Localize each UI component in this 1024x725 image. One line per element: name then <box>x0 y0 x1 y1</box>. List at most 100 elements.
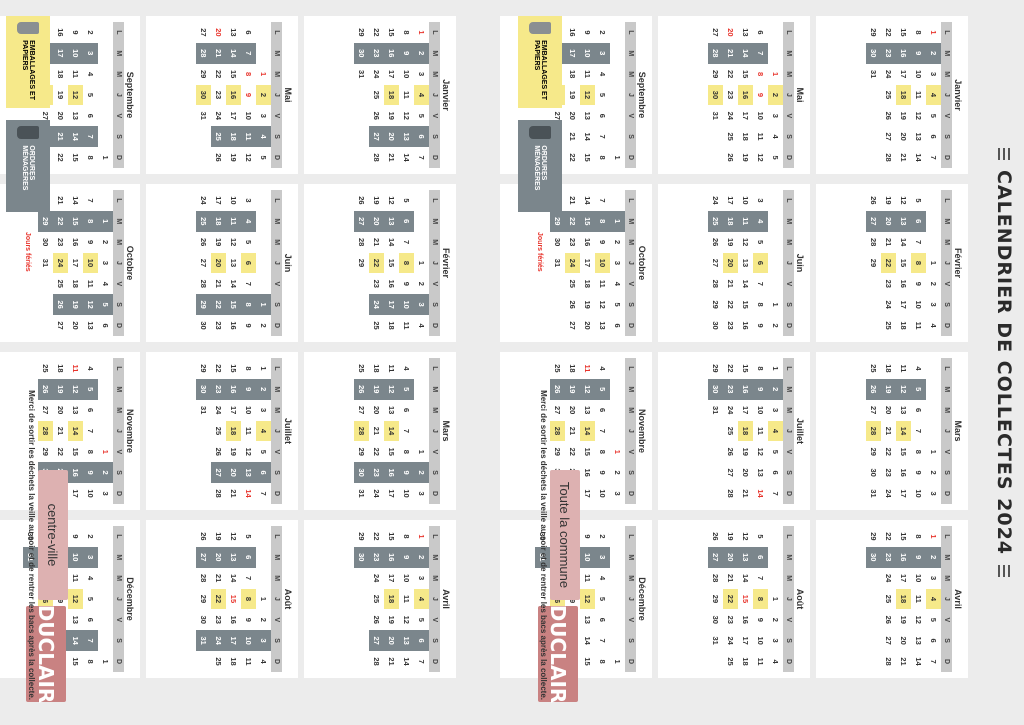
day-cell: 21 <box>211 42 226 64</box>
month-name: Janvier <box>953 79 963 111</box>
day-cell: 25 <box>884 90 893 100</box>
day-cell: 3 <box>417 491 426 496</box>
day-cell: 9 <box>914 470 923 475</box>
day-cell <box>708 126 723 147</box>
day-cell: 18 <box>226 420 241 442</box>
day-cell <box>414 211 429 232</box>
day-cell <box>768 43 783 64</box>
day-cell: 28 <box>711 279 720 288</box>
day-cell: 27 <box>199 258 208 268</box>
day-header: J <box>783 420 794 442</box>
day-cell: 13 <box>896 210 911 232</box>
day-header: J <box>941 420 952 442</box>
day-cell: 3 <box>83 546 98 568</box>
day-header: V <box>941 273 952 295</box>
month-name: Septembre <box>637 71 647 119</box>
day-cell: 28 <box>726 489 735 498</box>
day-cell: 15 <box>387 447 396 456</box>
day-cell: 12 <box>244 153 253 162</box>
day-cell: 10 <box>756 405 765 415</box>
day-header: D <box>429 315 440 336</box>
day-cell: 16 <box>384 462 399 484</box>
day-header: S <box>429 294 440 316</box>
day-header: S <box>271 462 282 484</box>
day-header: M <box>271 399 282 421</box>
day-header: M <box>429 42 440 64</box>
day-cell: 31 <box>869 489 878 498</box>
day-cell <box>768 526 783 547</box>
day-header: M <box>625 567 636 589</box>
day-cell: 11 <box>756 426 765 435</box>
day-cell: 14 <box>402 657 411 666</box>
day-cell: 8 <box>595 210 610 232</box>
day-cell: 7 <box>417 155 426 160</box>
day-header: D <box>113 483 124 504</box>
day-cell <box>354 147 369 168</box>
day-cell: 26 <box>199 532 208 541</box>
day-cell: 29 <box>199 69 208 79</box>
day-header: V <box>113 105 124 127</box>
day-cell: 8 <box>914 449 923 454</box>
day-cell: 16 <box>384 546 399 568</box>
day-cell: 29 <box>869 28 878 37</box>
day-header: M <box>429 210 440 232</box>
month-name: Mars <box>441 420 451 442</box>
day-header: L <box>429 22 440 43</box>
day-cell: 26 <box>866 378 881 400</box>
day-header: M <box>429 63 440 85</box>
day-cell: 16 <box>896 42 911 64</box>
day-cell: 26 <box>711 237 720 247</box>
day-cell: 11 <box>899 364 908 373</box>
day-header: L <box>941 358 952 379</box>
day-cell: 21 <box>214 573 223 583</box>
day-header: S <box>271 126 282 148</box>
day-cell: 28 <box>354 420 369 442</box>
day-cell: 27 <box>711 28 720 37</box>
day-cell: 13 <box>914 636 923 645</box>
day-cell <box>610 526 625 547</box>
day-cell: 6 <box>753 252 768 274</box>
day-header: M <box>271 378 282 400</box>
day-header: J <box>271 84 282 106</box>
day-cell <box>256 43 271 64</box>
day-cell: 19 <box>741 447 750 456</box>
day-cell: 7 <box>598 428 607 434</box>
day-cell: 13 <box>399 126 414 148</box>
day-cell: 5 <box>756 240 765 245</box>
day-cell <box>610 568 625 589</box>
day-header: M <box>113 63 124 85</box>
day-cell: 18 <box>229 657 238 666</box>
day-cell: 20 <box>369 210 384 232</box>
day-cell: 8 <box>598 659 607 664</box>
day-cell: 19 <box>899 615 908 624</box>
day-cell: 6 <box>929 134 938 139</box>
day-cell: 3 <box>756 198 765 203</box>
day-cell: 13 <box>756 468 765 477</box>
day-header: M <box>783 231 794 253</box>
day-cell: 25 <box>211 126 226 148</box>
day-cell: 17 <box>229 405 238 415</box>
day-cell: 29 <box>196 294 211 316</box>
day-cell: 25 <box>196 210 211 232</box>
day-header: L <box>113 526 124 547</box>
day-cell: 18 <box>723 210 738 232</box>
day-header: D <box>113 651 124 672</box>
day-cell: 21 <box>387 657 396 666</box>
